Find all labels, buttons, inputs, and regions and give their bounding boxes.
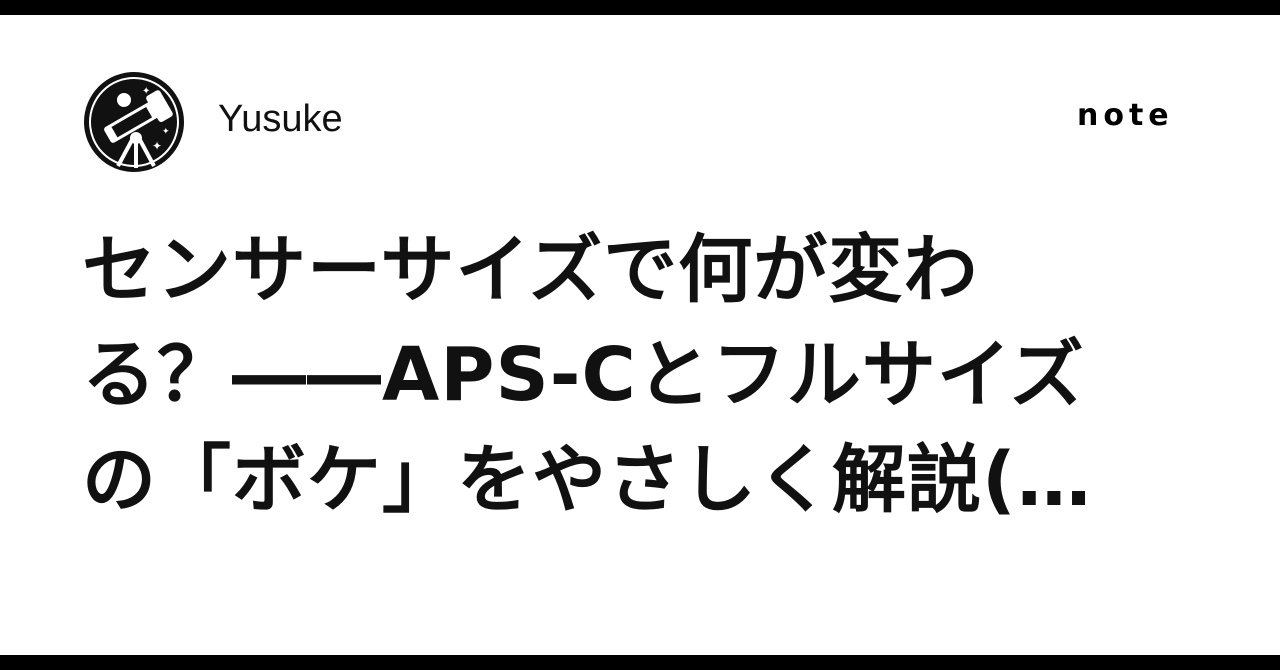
article-title: センサーサイズで何が変わ る？――APS-Cとフルサイズ の「ボケ」をやさしく解…	[82, 218, 1212, 533]
title-line: る？――APS-Cとフルサイズ	[82, 332, 1085, 418]
note-logo: note	[1077, 98, 1174, 133]
svg-text:✦: ✦	[162, 127, 170, 137]
telescope-avatar-icon: ✦ ✦ ✦	[84, 72, 184, 172]
author-name[interactable]: Yusuke	[218, 98, 343, 140]
bottom-border	[0, 655, 1280, 670]
title-line: センサーサイズで何が変わ	[82, 227, 979, 313]
author-avatar[interactable]: ✦ ✦ ✦	[82, 70, 186, 174]
svg-text:✦: ✦	[152, 139, 162, 153]
svg-text:✦: ✦	[142, 86, 150, 97]
top-border	[0, 0, 1280, 15]
title-line: の「ボケ」をやさしく解説(…	[82, 437, 1092, 523]
